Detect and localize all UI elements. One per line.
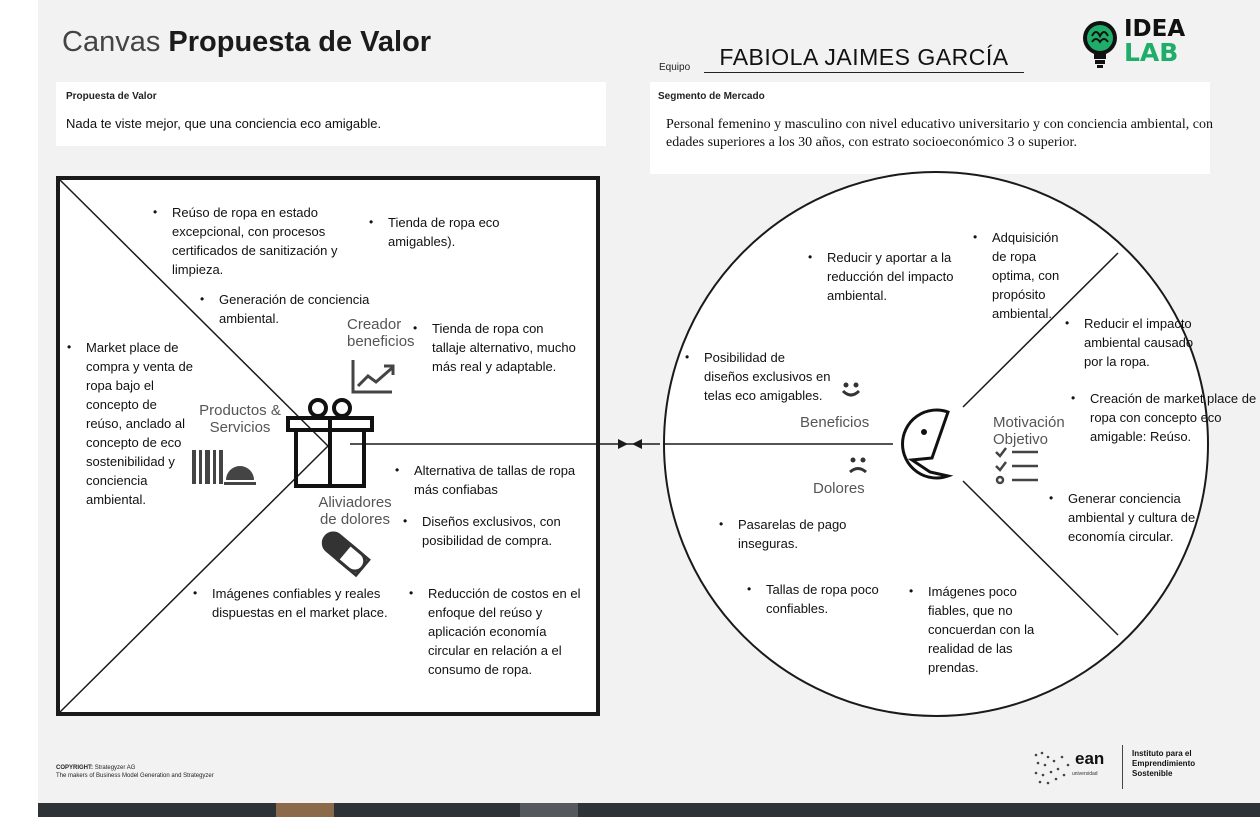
pains-label: Dolores bbox=[813, 480, 865, 497]
smile-icon bbox=[841, 382, 861, 397]
market-segment-box: Segmento de Mercado Personal femenino y … bbox=[650, 82, 1213, 174]
arrow-left bbox=[632, 439, 642, 449]
institute-name: Instituto para el Emprendimiento Sosteni… bbox=[1132, 749, 1196, 778]
value-proposition-label: Propuesta de Valor bbox=[66, 91, 157, 102]
gain-creators-label: Creador beneficios bbox=[347, 316, 415, 350]
checklist-icon bbox=[995, 447, 1038, 485]
value-proposition-text: Nada te viste mejor, que una conciencia … bbox=[66, 116, 382, 131]
job-item: •Generar conciencia ambiental y cultura … bbox=[1049, 491, 1196, 544]
team-label: Equipo bbox=[659, 62, 691, 73]
team-name: FABIOLA JAIMES GARCÍA bbox=[704, 44, 1024, 73]
face-icon bbox=[901, 408, 954, 480]
frown-icon bbox=[849, 457, 867, 474]
copyright-note: COPYRIGHT: Strategyzer AG The makers of … bbox=[56, 765, 214, 779]
pain-reliever-item: •Diseños exclusivos, con posibilidad de … bbox=[403, 514, 561, 548]
ean-subtitle: universidad bbox=[1072, 771, 1098, 777]
gain-creator-item: •Generación de conciencia ambiental. bbox=[200, 292, 370, 326]
footer-divider bbox=[1122, 745, 1123, 789]
gain-creator-item: •Reúso de ropa en estado excepcional, co… bbox=[153, 205, 338, 277]
arrow-right bbox=[618, 439, 628, 449]
growth-chart-icon bbox=[351, 360, 395, 394]
pill-icon bbox=[321, 531, 371, 578]
idea-lab-logo: IDEA LAB bbox=[1124, 16, 1186, 67]
gain-item: •Adquisición de ropa optima, con propósi… bbox=[973, 230, 1060, 321]
gain-item: •Posibilidad de diseños exclusivos en te… bbox=[685, 350, 831, 403]
product-service-item: •Market place de compra y venta de ropa … bbox=[67, 340, 193, 507]
pain-item: •Pasarelas de pago inseguras. bbox=[719, 517, 847, 551]
gain-creator-item: •Tienda de ropa eco amigables). bbox=[369, 215, 500, 249]
gain-item: •Reducir y aportar a la reducción del im… bbox=[808, 250, 954, 303]
page-title: Canvas Propuesta de Valor bbox=[62, 26, 432, 58]
gains-label: Beneficios bbox=[800, 414, 870, 431]
value-proposition-box: Propuesta de Valor Nada te viste mejor, … bbox=[56, 82, 606, 146]
pain-item: •Imágenes poco fiables, que no concuerda… bbox=[909, 584, 1035, 675]
jobs-label: Motivación Objetivo bbox=[993, 414, 1065, 448]
ean-dots-icon bbox=[1034, 751, 1070, 785]
products-services-label: Productos & Servicios bbox=[199, 402, 281, 436]
pain-reliever-item: •Reducción de costos en el enfoque del r… bbox=[409, 586, 581, 677]
bottom-bar bbox=[38, 803, 1260, 817]
brain-bulb-icon bbox=[1083, 21, 1117, 68]
pain-reliever-item: •Alternativa de tallas de ropa más confi… bbox=[395, 463, 576, 497]
market-segment-label: Segmento de Mercado bbox=[658, 91, 765, 102]
ean-logo: ean bbox=[1075, 749, 1105, 768]
job-item: •Reducir el impacto ambiental causado po… bbox=[1065, 316, 1194, 369]
pain-reliever-item: •Imágenes confiables y reales dispuestas… bbox=[193, 586, 388, 620]
pain-relievers-label: Aliviadores de dolores bbox=[318, 494, 392, 528]
gift-icon bbox=[286, 398, 374, 488]
pain-item: •Tallas de ropa poco confiables. bbox=[747, 582, 879, 616]
job-item: •Creación de market place de ropa con co… bbox=[1071, 391, 1257, 444]
market-segment-text: Personal femenino y masculino con nivel … bbox=[666, 117, 1213, 150]
gain-creator-item: •Tienda de ropa con tallaje alternativo,… bbox=[413, 321, 576, 374]
barcode-service-icon bbox=[192, 450, 256, 485]
